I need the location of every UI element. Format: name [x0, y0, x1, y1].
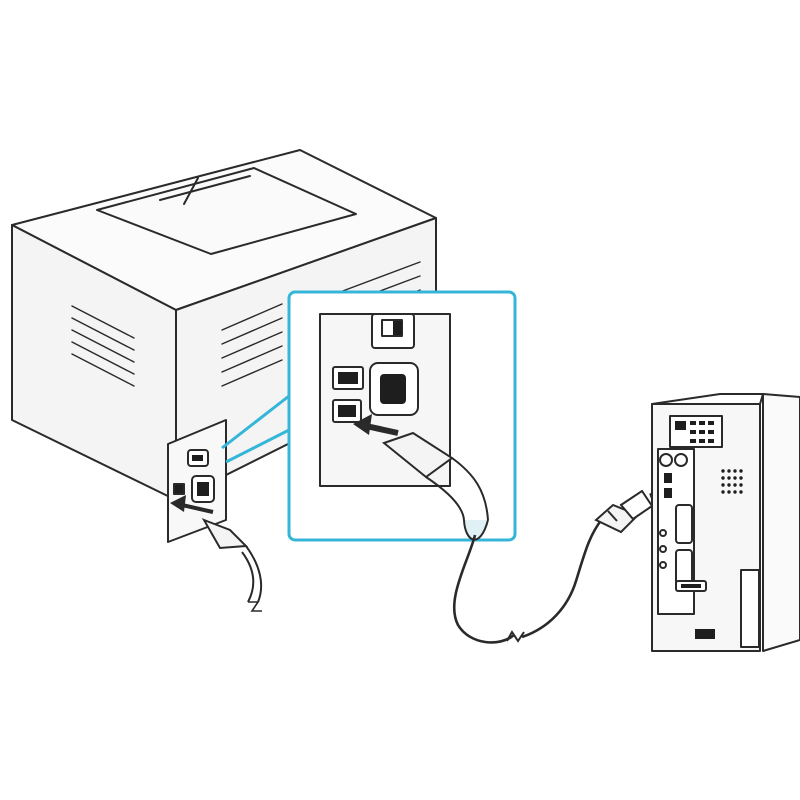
printer-usb-cable-icon: [201, 518, 263, 612]
network-port-icon: [332, 366, 364, 390]
printer-port-arrow-icon: [170, 495, 214, 514]
usb-port-icon: [332, 399, 362, 423]
zoomed-usb-cable-icon: [381, 431, 515, 644]
zoom-usb-arrow-icon: [353, 414, 399, 436]
cable-break-icon: [506, 630, 525, 643]
power-switch-icon: [371, 313, 415, 349]
computer-usb-cable-icon: [521, 489, 654, 639]
computer-tower-icon: [651, 393, 800, 652]
power-socket-icon: [369, 362, 419, 416]
